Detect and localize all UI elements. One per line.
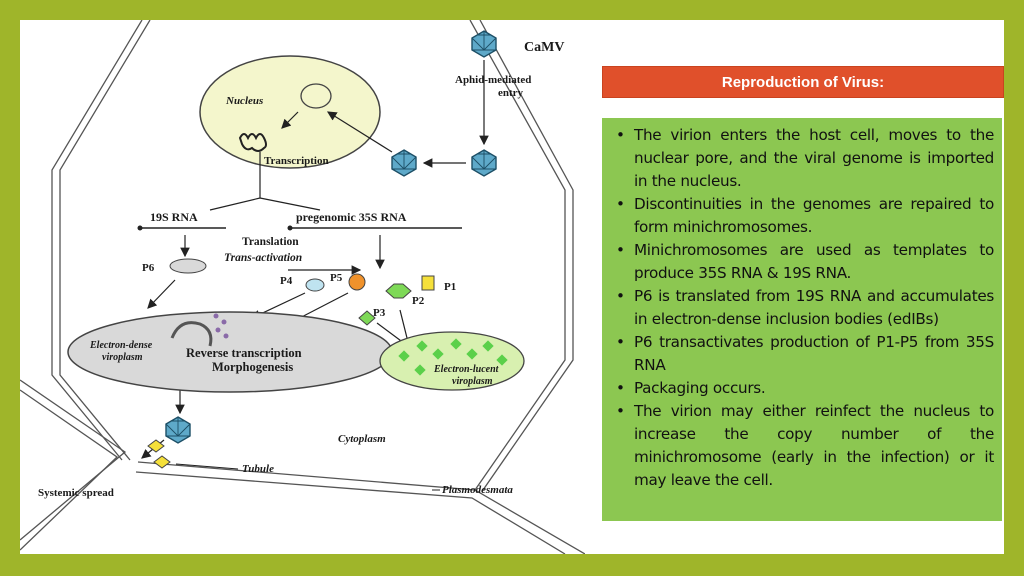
bullet-list: •The virion enters the host cell, moves …	[614, 124, 994, 492]
section-title: Reproduction of Virus:	[602, 66, 1004, 98]
minichromosome	[238, 133, 267, 152]
tubule-particle-1	[147, 439, 165, 453]
bullet-item: •Discontinuities in the genomes are repa…	[616, 195, 994, 236]
electron-dense-label-2: viroplasm	[102, 352, 143, 363]
p1-protein	[421, 275, 435, 291]
plasmodesmata-label: Plasmodesmata	[442, 484, 513, 496]
reverse-transcription-label: Reverse transcription	[186, 346, 302, 360]
flow-arrows	[141, 60, 489, 459]
rna19s-label: 19S RNA	[150, 210, 198, 224]
cytoplasm-label: Cytoplasm	[338, 433, 386, 445]
bullet-glyph: •	[616, 241, 625, 259]
bullet-item: •Packaging occurs.	[614, 377, 994, 400]
cell-walls	[20, 20, 585, 554]
bullet-glyph: •	[616, 126, 625, 144]
bullet-item: •P6 transactivates production of P1-P5 f…	[616, 333, 994, 374]
p3-protein	[358, 310, 376, 326]
nuclear-pore-virion-icon	[391, 149, 417, 177]
exiting-virion-icon	[165, 416, 191, 444]
p1-label: P1	[444, 281, 456, 293]
aphid-label-1: Aphid-mediated	[455, 74, 531, 86]
transactivation-label: Trans-activation	[224, 252, 302, 264]
bullet-glyph: •	[616, 402, 625, 420]
p6-protein	[169, 258, 207, 274]
electron-dense-label-1: Electron-dense	[89, 340, 153, 351]
bullet-item: •Minichromosomes are used as templates t…	[616, 241, 994, 282]
p2-label: P2	[412, 295, 425, 307]
lucent-particles	[398, 338, 508, 376]
nucleolus	[300, 83, 332, 109]
bullet-glyph: •	[616, 195, 625, 213]
systemic-spread-label: Systemic spread	[38, 487, 114, 499]
camv-virion-icon	[471, 30, 497, 58]
tubule-particle-2	[153, 455, 171, 469]
bullet-item: •The virion enters the host cell, moves …	[616, 126, 994, 190]
slide: Nucleus Transcription CaMV Aphid-mediate…	[20, 20, 1004, 554]
nucleus-label: Nucleus	[225, 95, 263, 107]
nucleus	[199, 55, 381, 169]
morphogenesis-label: Morphogenesis	[212, 360, 293, 374]
translation-label: Translation	[242, 236, 299, 248]
p2-protein	[385, 283, 412, 299]
bullet-item: •P6 is translated from 19S RNA and accum…	[616, 287, 994, 328]
p4-protein	[305, 278, 325, 292]
bullet-item: •The virion may either reinfect the nucl…	[616, 402, 994, 489]
entering-virion-icon	[471, 149, 497, 177]
electron-lucent-label-2: viroplasm	[452, 376, 493, 387]
electron-lucent-label-1: Electron-lucent	[433, 364, 500, 375]
reverse-transcription-complex	[170, 321, 213, 347]
p6-label: P6	[142, 262, 155, 274]
camv-label: CaMV	[524, 40, 564, 55]
p5-label: P5	[330, 272, 343, 284]
bullet-panel: •The virion enters the host cell, moves …	[602, 118, 1002, 521]
p3-label: P3	[373, 307, 386, 319]
aphid-label-2: entry	[498, 87, 524, 99]
tubule-label: Tubule	[242, 463, 274, 475]
bullet-glyph: •	[616, 287, 625, 305]
bullet-glyph: •	[616, 379, 625, 397]
p4-label: P4	[280, 275, 293, 287]
bullet-glyph: •	[616, 333, 625, 351]
p5-protein	[348, 273, 366, 291]
transcription-label: Transcription	[264, 155, 329, 167]
rna35s-label: pregenomic 35S RNA	[296, 210, 407, 224]
camv-life-cycle-diagram: Nucleus Transcription CaMV Aphid-mediate…	[20, 20, 585, 554]
